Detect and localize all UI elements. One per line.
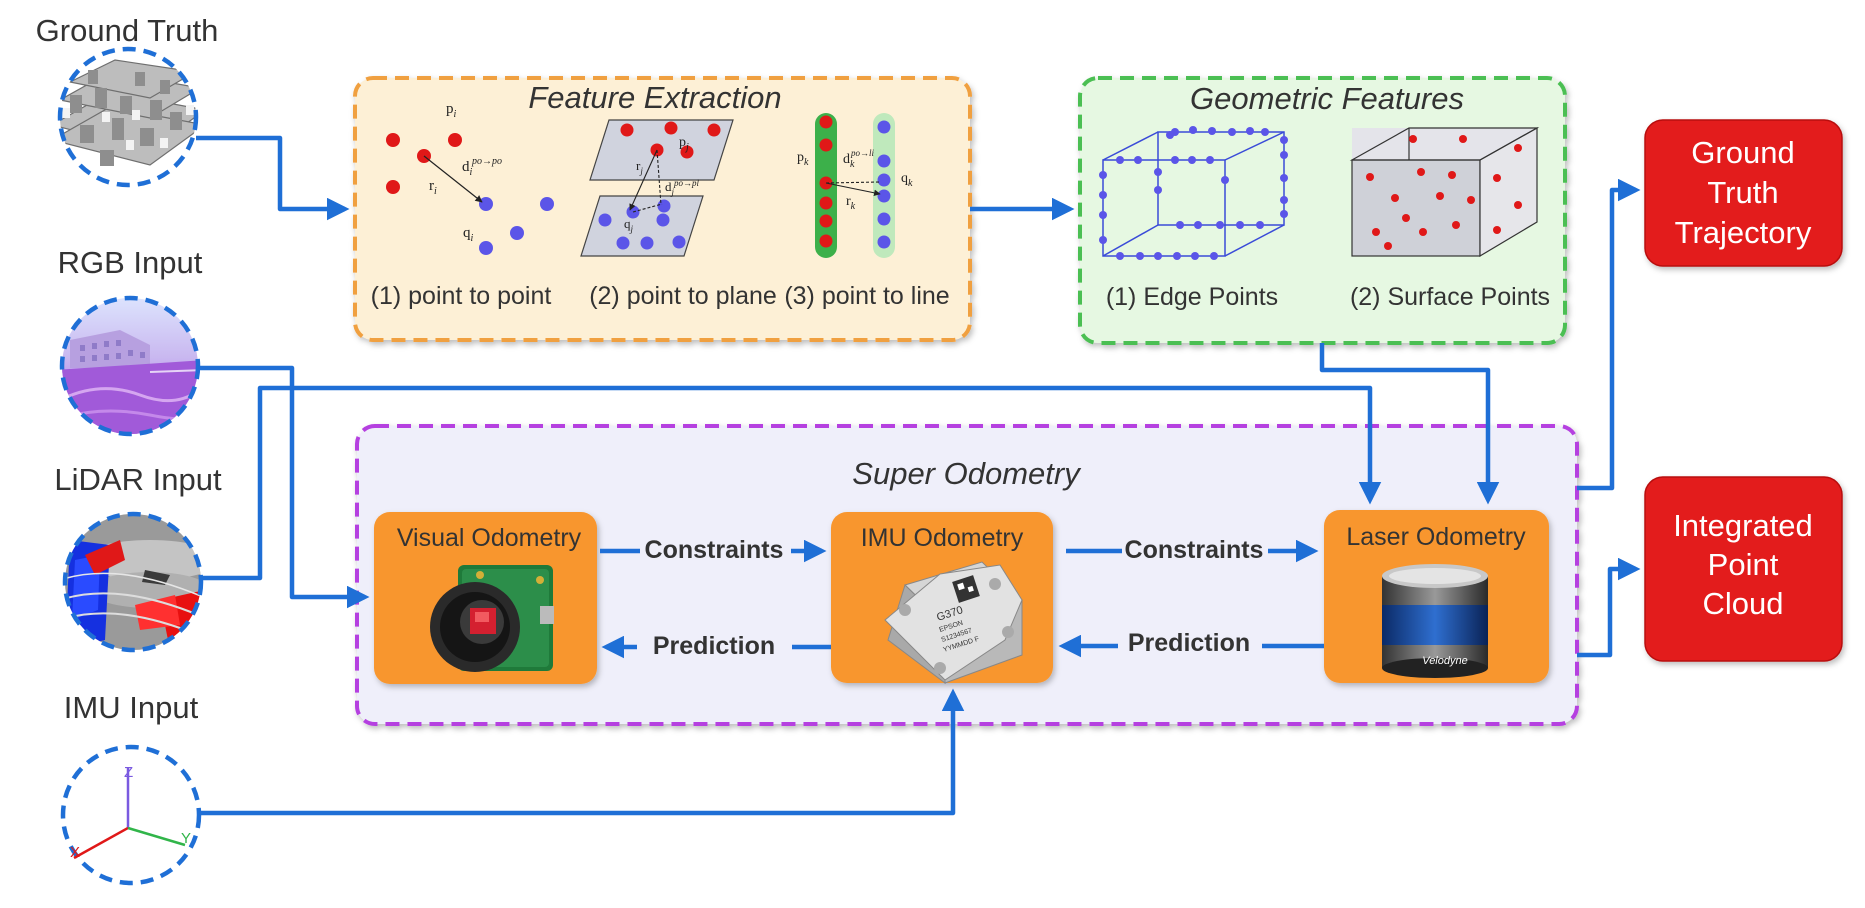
svg-text:dj: dj [665,179,675,197]
axis-z-label: Z [124,764,133,781]
lidar-input-label: LiDAR Input [54,462,222,497]
axis-y-label: Y [181,830,191,847]
svg-text:rk: rk [846,194,856,212]
lidar-sensor-icon: Velodyne [1382,564,1488,678]
laser-odometry-block: Laser Odometry Velodyne [1324,510,1549,683]
point-to-plane-diagram: pj rj dj po→pl qj [580,119,734,257]
caption-point-to-plane: (2) point to plane [589,282,777,310]
connector-arrows [196,135,1641,816]
point-cloud-line-2: Point [1708,547,1779,582]
imu-odometry-block: IMU Odometry G370 EPSON S1234567 YYMMDD … [831,512,1053,685]
integrated-point-cloud-box: Integrated Point Cloud [1644,476,1843,662]
trajectory-line-3: Trajectory [1675,215,1812,250]
svg-text:qj: qj [624,216,634,234]
svg-text:pk: pk [797,150,809,168]
svg-text:pj: pj [679,135,689,153]
point-cloud-line-1: Integrated [1673,508,1813,543]
caption-surface-points: (2) Surface Points [1350,283,1550,311]
svg-text:dk: dk [843,152,855,170]
imu-chip-icon: G370 EPSON S1234567 YYMMDD F [884,561,1023,685]
visual-odometry-label: Visual Odometry [397,524,582,552]
surface-points [1366,135,1522,250]
caption-edge-points: (1) Edge Points [1106,283,1278,311]
ground-truth-image [57,46,199,188]
imu-input-image: Z X Y [60,744,202,886]
svg-text:po→li: po→li [850,148,875,158]
caption-point-to-point: (1) point to point [371,282,552,310]
lidar-input-image [62,511,204,653]
rgb-input-label: RGB Input [58,245,203,280]
lidar-brand-label: Velodyne [1422,655,1467,667]
camera-icon [430,565,554,672]
feature-extraction-title: Feature Extraction [528,80,781,115]
ground-truth-trajectory-box: Ground Truth Trajectory [1644,119,1843,267]
prediction-label-right: Prediction [1128,629,1250,657]
constraints-label-left: Constraints [645,536,784,564]
svg-text:rj: rj [636,158,643,176]
svg-text:po→po: po→po [471,156,502,167]
svg-text:di: di [462,159,473,178]
svg-text:ri: ri [429,178,437,197]
point-cloud-line-3: Cloud [1703,586,1784,621]
imu-odometry-label: IMU Odometry [861,524,1024,552]
surface-points-cube [1349,126,1540,258]
visual-odometry-block: Visual Odometry [374,512,597,684]
feature-extraction-box: Feature Extraction pi ri di po→po qi [353,76,972,342]
rgb-input-image [59,295,201,437]
point-to-line-diagram: pk dk po→li rk qk [797,113,913,258]
caption-point-to-line: (3) point to line [784,282,949,310]
trajectory-line-2: Truth [1707,175,1778,210]
edge-points [1099,126,1288,260]
svg-text:qi: qi [463,225,474,244]
laser-odometry-label: Laser Odometry [1346,523,1526,551]
geometric-features-box: Geometric Features [1078,76,1567,345]
axis-x-label: X [70,844,80,861]
constraints-label-right: Constraints [1125,536,1264,564]
geometric-features-title: Geometric Features [1190,81,1464,116]
imu-input-label: IMU Input [64,690,199,725]
ground-truth-label: Ground Truth [36,13,219,48]
svg-text:po→pl: po→pl [673,178,700,188]
trajectory-line-1: Ground [1691,135,1794,170]
svg-text:pi: pi [446,101,457,120]
prediction-label-left: Prediction [653,632,775,660]
super-odometry-title: Super Odometry [852,456,1082,491]
svg-text:qk: qk [901,171,913,189]
point-to-point-diagram: pi ri di po→po qi [386,101,554,255]
